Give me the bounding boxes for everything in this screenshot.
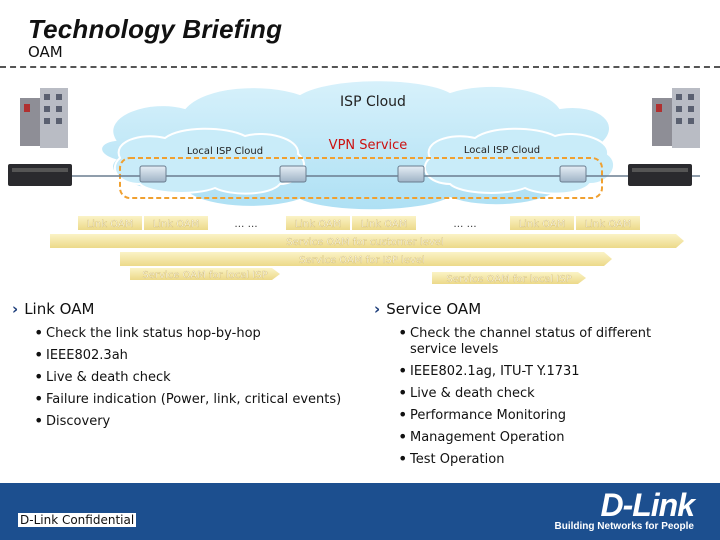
title-divider [0,66,720,68]
footer-bar: D-Link Confidential D-Link Building Netw… [0,483,720,540]
oam-diagram: ISP Cloud Local ISP Cloud Local ISP Clou… [8,80,700,285]
chevron-right-icon: › [374,300,381,318]
service-oam-local-right-bar: Service OAM for local ISP [432,272,586,285]
list-item: Live & death check [34,369,372,386]
local-isp-cloud-left [113,127,305,195]
link-oam-heading: › Link OAM [12,300,372,318]
service-oam-local-left-label: Service OAM for local ISP [142,270,267,281]
link-oam-section: › Link OAM Check the link status hop-by-… [12,300,372,436]
service-oam-heading: › Service OAM [374,300,694,318]
service-oam-section: › Service OAM Check the channel status o… [374,300,694,474]
link-oam-tag [576,216,640,230]
logo-tagline: Building Networks for People [554,521,694,532]
vpn-service-label: VPN Service [329,138,408,153]
service-oam-heading-text: Service OAM [386,300,482,318]
vpn-channel [119,157,603,199]
router-icon [139,165,587,183]
list-item: IEEE802.3ah [34,347,372,364]
link-oam-label: Link OAM [519,219,566,230]
link-oam-list: Check the link status hop-by-hop IEEE802… [34,325,372,430]
link-oam-label: Link OAM [361,219,408,230]
list-item: Check the link status hop-by-hop [34,325,372,342]
ellipsis-right: … … [453,219,476,230]
link-oam-tag [286,216,350,230]
slide-subtitle: OAM [28,43,63,61]
isp-cloud-label: ISP Cloud [340,94,406,110]
building-right-icon [652,88,700,148]
link-oam-label: Link OAM [585,219,632,230]
switch-right-icon [628,164,692,186]
service-oam-customer-bar: Service OAM for customer level [50,234,684,248]
list-item: IEEE802.1ag, ITU-T Y.1731 [398,363,694,380]
link-oam-tag [352,216,416,230]
logo-wordmark: D-Link [600,487,695,523]
chevron-right-icon: › [12,300,19,318]
link-oam-tags: Link OAM Link OAM Link OAM Link OAM Link… [78,216,640,230]
list-item: Test Operation [398,451,694,468]
service-oam-isp-label: Service OAM for ISP level [299,255,425,266]
list-item: Management Operation [398,429,694,446]
building-left-icon [20,88,68,148]
confidential-label: D-Link Confidential [18,513,137,527]
list-item: Failure indication (Power, link, critica… [34,391,372,408]
link-oam-tag [510,216,574,230]
service-oam-local-right-label: Service OAM for local ISP [446,274,571,285]
link-oam-tag [144,216,208,230]
service-oam-local-left-bar: Service OAM for local ISP [130,268,280,281]
link-oam-heading-text: Link OAM [24,300,95,318]
service-oam-customer-label: Service OAM for customer level [286,237,443,248]
local-isp-cloud-right [423,127,615,195]
link-oam-tag [78,216,142,230]
link-oam-label: Link OAM [295,219,342,230]
ellipsis-left: … … [234,219,257,230]
service-oam-list: Check the channel status of different se… [398,325,694,468]
list-item: Discovery [34,413,372,430]
list-item: Performance Monitoring [398,407,694,424]
dlink-logo: D-Link Building Networks for People [554,487,695,532]
local-isp-cloud-left-label: Local ISP Cloud [187,146,263,157]
list-item: Check the channel status of different se… [398,325,694,358]
link-oam-label: Link OAM [153,219,200,230]
switch-left-icon [8,164,72,186]
link-oam-label: Link OAM [87,219,134,230]
slide-title: Technology Briefing [28,14,283,44]
local-isp-cloud-right-label: Local ISP Cloud [464,145,540,156]
list-item: Live & death check [398,385,694,402]
service-oam-isp-bar: Service OAM for ISP level [120,252,612,266]
